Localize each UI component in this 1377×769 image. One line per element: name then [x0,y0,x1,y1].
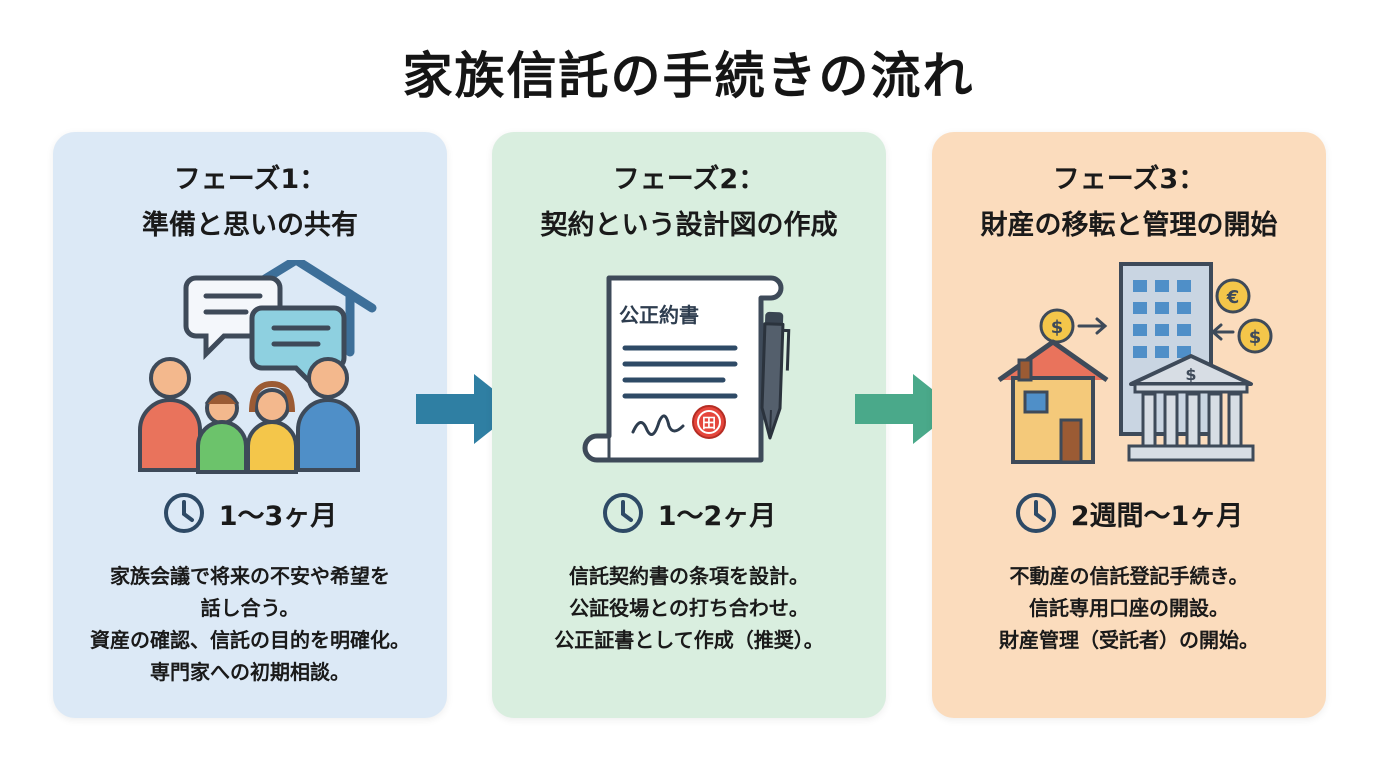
phase-card-2: フェーズ2： 契約という設計図の作成 公正約書 ⽥ 1〜2ヶ月 信託契 [492,132,886,718]
clock-icon [163,493,204,533]
property-bank-money-icon: $ € $ $ [997,262,1273,464]
coin-symbol: € [1226,287,1240,308]
description-line: 資産の確認、信託の目的を明確化。 [90,628,410,652]
family-meeting-house-icon [138,260,377,474]
coin-symbol: $ [1051,317,1064,338]
description-line: 不動産の信託登記手続き。 [1009,564,1249,588]
description-line: 公正証書として作成（推奨）。 [554,628,824,652]
description-line: 家族会議で将来の不安や希望を [110,564,390,588]
description-line: 専門家への初期相談。 [150,660,350,684]
page-title: 家族信託の手続きの流れ [402,47,975,105]
document-label: 公正約書 [619,303,699,327]
description-line: 財産管理（受託者）の開始。 [999,628,1259,652]
phase-heading: フェーズ2： 契約という設計図の作成 [492,157,886,249]
arrow-right-icon [855,374,957,444]
coin-symbol: $ [1249,327,1262,348]
clock-icon [1015,493,1056,533]
phase-name: 財産の移転と管理の開始 [980,210,1278,241]
phase-description: 不動産の信託登記手続き。 信託専用口座の開設。 財産管理（受託者）の開始。 [940,560,1318,656]
phase-number: フェーズ1： [173,164,327,195]
phase-name: 準備と思いの共有 [142,210,358,241]
duration: 1〜2ヶ月 [492,492,886,534]
description-line: 信託専用口座の開設。 [1029,596,1229,620]
contract-document-pen-icon: 公正約書 ⽥ [582,275,791,463]
clock-icon [602,493,643,533]
coin-symbol: $ [1185,365,1196,384]
phase-name: 契約という設計図の作成 [540,210,838,241]
description-line: 信託契約書の条項を設計。 [569,564,809,588]
phase-card-1: フェーズ1： 準備と思いの共有 1〜3ヶ月 [53,132,447,718]
duration: 1〜3ヶ月 [53,492,447,534]
phase-number: フェーズ3： [1052,164,1206,195]
phase-description: 信託契約書の条項を設計。 公証役場との打ち合わせ。 公正証書として作成（推奨）。 [500,560,878,656]
duration-text: 1〜2ヶ月 [657,500,777,532]
duration-text: 2週間〜1ヶ月 [1070,500,1244,532]
phase-number: フェーズ2： [612,164,766,195]
duration: 2週間〜1ヶ月 [932,492,1326,534]
seal-glyph: ⽥ [702,416,716,432]
phase-heading: フェーズ1： 準備と思いの共有 [53,157,447,249]
duration-text: 1〜3ヶ月 [218,500,338,532]
phase-card-3: フェーズ3： 財産の移転と管理の開始 $ € $ $ [932,132,1326,718]
phase-heading: フェーズ3： 財産の移転と管理の開始 [932,157,1326,249]
description-line: 話し合う。 [200,596,300,620]
phase-description: 家族会議で将来の不安や希望を 話し合う。 資産の確認、信託の目的を明確化。 専門… [61,560,439,688]
description-line: 公証役場との打ち合わせ。 [569,596,809,620]
